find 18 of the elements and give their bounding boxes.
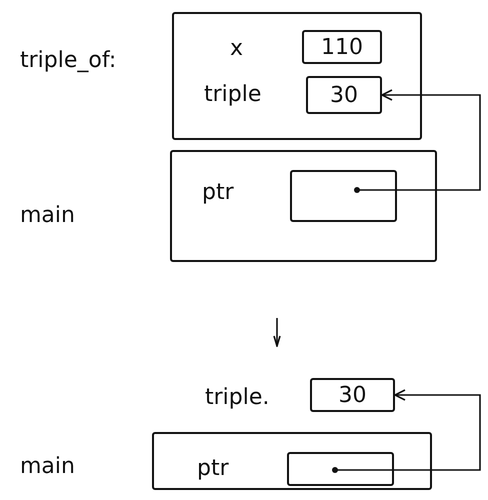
value-text: 30 xyxy=(338,382,366,408)
frame-label: triple_of: xyxy=(20,50,116,72)
value-text: 30 xyxy=(330,82,358,108)
variable-name: ptr xyxy=(202,182,234,204)
value-box xyxy=(290,170,397,222)
variable-name: triple. xyxy=(205,387,270,409)
variable-name: x xyxy=(230,38,244,60)
value-text: 110 xyxy=(321,34,363,60)
pointer-arrow xyxy=(354,89,481,193)
value-box xyxy=(302,30,382,64)
value-box xyxy=(287,452,394,486)
frame-label: main xyxy=(20,205,75,227)
frame-label: main xyxy=(20,456,75,478)
value-box xyxy=(310,378,395,412)
pointer-arrow xyxy=(332,389,481,473)
variable-name: triple xyxy=(204,84,262,106)
value-box xyxy=(306,76,382,114)
variable-name: ptr xyxy=(197,458,229,480)
